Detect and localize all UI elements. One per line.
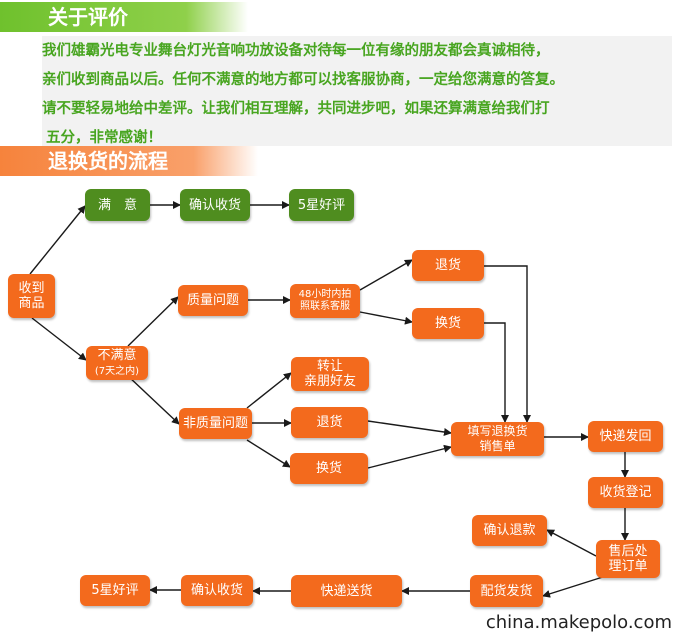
evaluation-line-2: 亲们收到商品以后。任何不满意的地方都可以找客服协商，一定给您满意的答复。	[42, 72, 564, 88]
node-express-send: 快递送货	[291, 575, 402, 607]
node-five-star-bottom: 5星好评	[80, 575, 150, 606]
node-satisfied: 满 意	[85, 189, 150, 221]
arrow-photo-return	[359, 259, 413, 291]
node-fill-line2: 销售单	[479, 439, 516, 453]
evaluation-line-4: 五分，非常感谢！	[46, 130, 162, 146]
node-receive-line2: 商品	[18, 296, 45, 311]
node-fill-form: 填写退换货销售单	[451, 422, 544, 456]
arrow-return-fill	[367, 420, 452, 436]
node-exchange-top: 换货	[412, 308, 484, 339]
arrow-unsatisfied-quality	[127, 296, 179, 347]
node-receive-line1: 收到	[18, 281, 45, 296]
node-confirm-refund: 确认退款	[472, 515, 547, 546]
arrow-aftersales-refund	[546, 529, 597, 557]
node-five-star-top: 5星好评	[289, 189, 354, 221]
arrow-aftersales-ship	[542, 575, 607, 598]
node-return-mid: 退货	[291, 407, 368, 438]
node-express-return: 快递发回	[588, 421, 663, 452]
node-unsatisfied-line2: (7天之内)	[94, 366, 140, 377]
node-quality-issue: 质量问题	[178, 285, 248, 316]
node-unsatisfied: 不满意 (7天之内)	[86, 346, 148, 380]
evaluation-header: 关于评价	[0, 2, 248, 32]
node-non-quality-issue: 非质量问题	[179, 408, 252, 439]
node-aftersales-line1: 售后处	[608, 544, 648, 559]
arrow-exchange-fill	[367, 444, 452, 469]
node-photo-line2: 照联系客服	[299, 301, 350, 312]
arrow-exchangetop-fill	[484, 322, 509, 423]
evaluation-text-box: 我们雄霸光电专业舞台灯光音响功放设备对待每一位有缘的朋友都会真诚相待， 亲们收到…	[42, 36, 672, 146]
node-return-top: 退货	[412, 250, 484, 281]
arrow-receive-unsatisfied	[31, 317, 87, 361]
node-exchange-mid: 换货	[290, 453, 368, 484]
node-receipt-register: 收货登记	[588, 477, 663, 508]
arrow-returntop-fill	[484, 265, 531, 423]
arrow-photo-exchange	[359, 311, 413, 325]
evaluation-line-1: 我们雄霸光电专业舞台灯光音响功放设备对待每一位有缘的朋友都会真诚相待，	[42, 43, 550, 59]
node-aftersales-line2: 理订单	[608, 559, 648, 574]
node-transfer-line2: 亲朋好友	[303, 374, 356, 389]
node-transfer-line1: 转让	[316, 359, 343, 374]
node-receive-goods: 收到商品	[8, 274, 55, 318]
node-fill-line1: 填写退换货	[467, 424, 528, 438]
evaluation-line-3: 请不要轻易地给中差评。让我们相互理解，共同进步吧，如果还算满意给我们打	[42, 101, 550, 117]
return-process-header: 退换货的流程	[0, 146, 258, 176]
node-transfer-friends: 转让亲朋好友	[291, 357, 369, 391]
watermark: china.makepolo.com	[485, 612, 672, 633]
arrow-nonquality-exchange	[246, 439, 291, 468]
arrow-receive-satisfied	[29, 205, 86, 275]
node-unsatisfied-line1: 不满意	[97, 348, 137, 363]
node-ship: 配货发货	[470, 575, 543, 607]
node-photo-line1: 48小时内拍	[298, 289, 352, 300]
arrow-unsatisfied-nonquality	[127, 375, 180, 425]
arrow-nonquality-transfer	[246, 372, 292, 409]
node-confirm-receipt-bottom: 确认收货	[181, 575, 253, 606]
node-confirm-receipt-top: 确认收货	[180, 189, 250, 221]
node-photo-contact: 48小时内拍照联系客服	[290, 284, 360, 318]
node-after-sales: 售后处理订单	[596, 540, 660, 578]
